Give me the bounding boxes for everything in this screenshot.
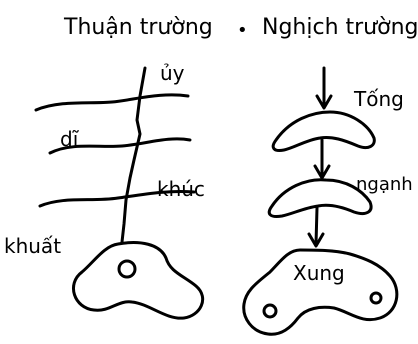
arrow-middle-head [313,164,331,180]
left-blob [72,241,205,320]
crescent-middle [267,178,373,218]
title-right: Nghịch trường [262,15,418,40]
title-left: Thuận trường [63,15,213,40]
label-khuat: khuất [4,234,61,258]
arrow-bottom-head [307,232,325,248]
label-xung: Xung [293,261,345,285]
wavy-line-bottom [38,189,196,208]
left-diagram: ủy dĩ khúc khuất [4,61,205,320]
left-blob-hole [117,259,137,279]
right-blob [242,248,399,336]
arrow-top-head [315,94,333,110]
wavy-line-top [34,93,190,112]
title-separator: • [237,20,248,41]
label-tong: Tống [353,87,404,111]
wavy-line-middle [48,137,192,155]
label-nganh: ngạnh [356,174,413,195]
right-diagram: Tống ngạnh Xung [242,66,413,336]
right-blob-hole-right [369,291,383,305]
label-di: dĩ [60,127,79,151]
right-blob-hole-left [262,303,278,319]
label-uy: ủy [160,61,185,85]
crescent-top [271,110,376,152]
arrow-bottom-shaft [314,206,319,246]
label-khuc: khúc [157,177,205,201]
vertical-zigzag-line [120,66,147,244]
